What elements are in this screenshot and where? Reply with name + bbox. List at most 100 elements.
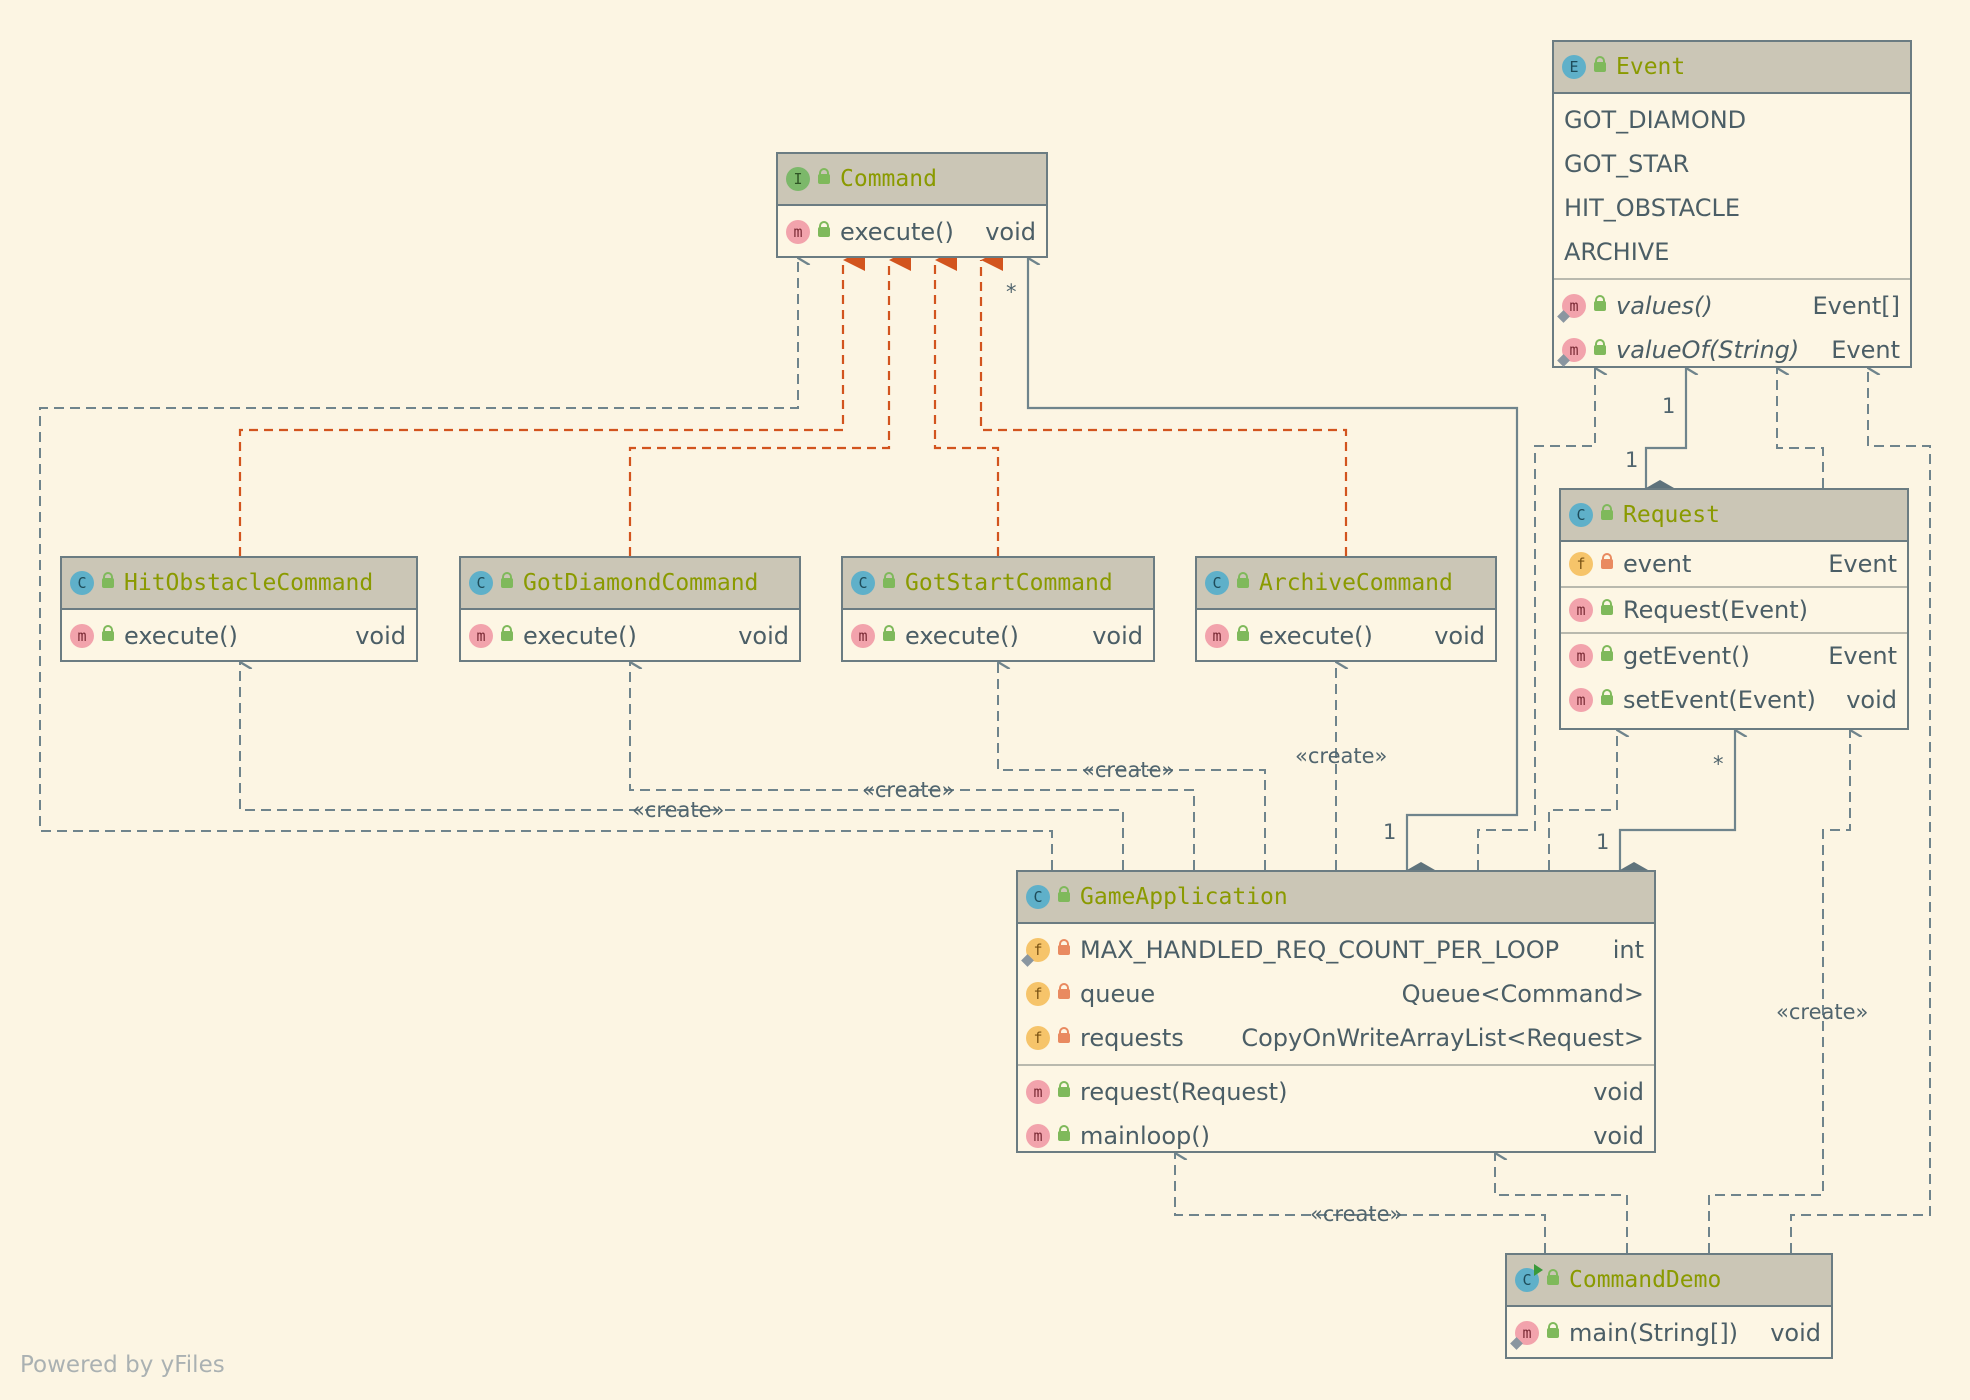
archive-command-node[interactable]: C ArchiveCommand m execute() void bbox=[1195, 556, 1497, 662]
edge-demo-creates-app bbox=[1175, 1153, 1546, 1253]
multiplicity-event-one: 1 bbox=[1662, 394, 1676, 418]
class-icon: C bbox=[851, 571, 875, 595]
edge-demo-uses-app bbox=[1495, 1153, 1628, 1253]
method-icon: m bbox=[1569, 644, 1593, 668]
got-start-command-node[interactable]: C GotStartCommand m execute() void bbox=[841, 556, 1155, 662]
member-row[interactable]: f MAX_HANDLED_REQ_COUNT_PER_LOOP int bbox=[1018, 928, 1654, 972]
method-icon: m bbox=[70, 624, 94, 648]
public-icon bbox=[1547, 1269, 1559, 1285]
member-row[interactable]: m execute() void bbox=[1197, 614, 1495, 658]
public-icon bbox=[1058, 1125, 1070, 1141]
public-icon bbox=[1237, 625, 1249, 641]
member-name: getEvent() bbox=[1623, 642, 1750, 670]
enum-icon: E bbox=[1562, 55, 1586, 79]
member-type: void bbox=[985, 218, 1036, 246]
request-class-node[interactable]: C Request f event Event m Request(Event)… bbox=[1559, 488, 1909, 730]
member-name: requests bbox=[1080, 1024, 1184, 1052]
member-type: Event bbox=[1831, 336, 1900, 364]
member-row[interactable]: f queue Queue<Command> bbox=[1018, 972, 1654, 1016]
member-row[interactable]: f requests CopyOnWriteArrayList<Request> bbox=[1018, 1016, 1654, 1060]
multiplicity-command-many: * bbox=[1006, 280, 1017, 304]
request-title: Request bbox=[1623, 502, 1720, 528]
edge-demo-uses-event bbox=[1790, 368, 1931, 1253]
public-icon bbox=[1601, 645, 1613, 661]
member-row[interactable]: m execute() void bbox=[843, 614, 1153, 658]
public-icon bbox=[102, 625, 114, 641]
public-icon bbox=[102, 572, 114, 588]
diamond-title: GotDiamondCommand bbox=[523, 570, 759, 596]
member-type: Queue<Command> bbox=[1401, 980, 1644, 1008]
member-name: execute() bbox=[124, 622, 238, 650]
member-name: mainloop() bbox=[1080, 1122, 1210, 1150]
member-type: void bbox=[1092, 622, 1143, 650]
static-method-icon: m bbox=[1515, 1321, 1539, 1345]
game-application-node[interactable]: C GameApplication f MAX_HANDLED_REQ_COUN… bbox=[1016, 870, 1656, 1153]
member-row[interactable]: m request(Request) void bbox=[1018, 1070, 1654, 1114]
got-diamond-command-node[interactable]: C GotDiamondCommand m execute() void bbox=[459, 556, 801, 662]
member-row[interactable]: f event Event bbox=[1561, 542, 1907, 586]
member-type: void bbox=[1770, 1319, 1821, 1347]
member-row[interactable]: m Request(Event) bbox=[1561, 588, 1907, 632]
member-type: Event bbox=[1828, 642, 1897, 670]
edge-app-requests-request bbox=[1618, 730, 1735, 870]
member-row[interactable]: m getEvent() Event bbox=[1561, 634, 1907, 678]
edge-star-implements-command bbox=[933, 249, 1000, 556]
class-icon: C bbox=[1026, 885, 1050, 909]
class-icon: C bbox=[1205, 571, 1229, 595]
enum-constant[interactable]: ARCHIVE bbox=[1564, 238, 1670, 266]
member-type: Event[] bbox=[1812, 292, 1900, 320]
member-row[interactable]: m values() Event[] bbox=[1554, 284, 1910, 328]
enum-constant[interactable]: GOT_STAR bbox=[1564, 150, 1690, 178]
create-label-request: «create» bbox=[1776, 1000, 1869, 1024]
command-title: Command bbox=[840, 166, 937, 192]
edge-app-queue-command bbox=[1028, 258, 1519, 870]
public-icon bbox=[1058, 1081, 1070, 1097]
class-icon: C bbox=[1569, 503, 1593, 527]
method-icon: m bbox=[1569, 598, 1593, 622]
method-icon: m bbox=[1205, 624, 1229, 648]
static-field-icon: f bbox=[1026, 938, 1050, 962]
public-icon bbox=[501, 572, 513, 588]
member-row[interactable]: m main(String[]) void bbox=[1507, 1311, 1831, 1355]
enum-constant[interactable]: GOT_DIAMOND bbox=[1564, 106, 1747, 134]
command-demo-node[interactable]: C CommandDemo m main(String[]) void bbox=[1505, 1253, 1833, 1359]
member-type: CopyOnWriteArrayList<Request> bbox=[1241, 1024, 1644, 1052]
app-title: GameApplication bbox=[1080, 884, 1288, 910]
command-header: I Command bbox=[778, 154, 1046, 206]
member-name: execute() bbox=[840, 218, 954, 246]
member-row[interactable]: m execute() void bbox=[461, 614, 799, 658]
member-name: setEvent(Event) bbox=[1623, 686, 1816, 714]
private-icon bbox=[1058, 983, 1070, 999]
public-icon bbox=[1594, 295, 1606, 311]
command-interface-node[interactable]: I Command m execute() void bbox=[776, 152, 1048, 258]
member-row[interactable]: m execute() void bbox=[62, 614, 416, 658]
public-icon bbox=[1058, 886, 1070, 902]
method-icon: m bbox=[1569, 688, 1593, 712]
app-header: C GameApplication bbox=[1018, 872, 1654, 924]
member-name: values() bbox=[1616, 292, 1713, 320]
create-label-star: «create» bbox=[1082, 758, 1175, 782]
event-enum-node[interactable]: E Event GOT_DIAMOND GOT_STAR HIT_OBSTACL… bbox=[1552, 40, 1912, 368]
private-icon bbox=[1058, 1027, 1070, 1043]
edge-request-event-field bbox=[1644, 368, 1686, 488]
enum-constant[interactable]: HIT_OBSTACLE bbox=[1564, 194, 1741, 222]
runnable-class-icon: C bbox=[1515, 1264, 1543, 1292]
member-name: main(String[]) bbox=[1569, 1319, 1739, 1347]
hit-obstacle-command-node[interactable]: C HitObstacleCommand m execute() void bbox=[60, 556, 418, 662]
member-type: void bbox=[1593, 1122, 1644, 1150]
edge-hit-implements-command bbox=[238, 249, 865, 556]
demo-title: CommandDemo bbox=[1569, 1267, 1722, 1293]
star-title: GotStartCommand bbox=[905, 570, 1113, 596]
member-row[interactable]: m mainloop() void bbox=[1018, 1114, 1654, 1158]
member-row[interactable]: m valueOf(String) Event bbox=[1554, 328, 1910, 372]
member-name: execute() bbox=[905, 622, 1019, 650]
member-name: event bbox=[1623, 550, 1692, 578]
member-type: void bbox=[1593, 1078, 1644, 1106]
public-icon bbox=[1547, 1322, 1559, 1338]
member-row[interactable]: m execute() void bbox=[778, 210, 1046, 254]
member-type: void bbox=[355, 622, 406, 650]
member-row[interactable]: m setEvent(Event) void bbox=[1561, 678, 1907, 722]
request-header: C Request bbox=[1561, 490, 1907, 542]
diamond-header: C GotDiamondCommand bbox=[461, 558, 799, 610]
